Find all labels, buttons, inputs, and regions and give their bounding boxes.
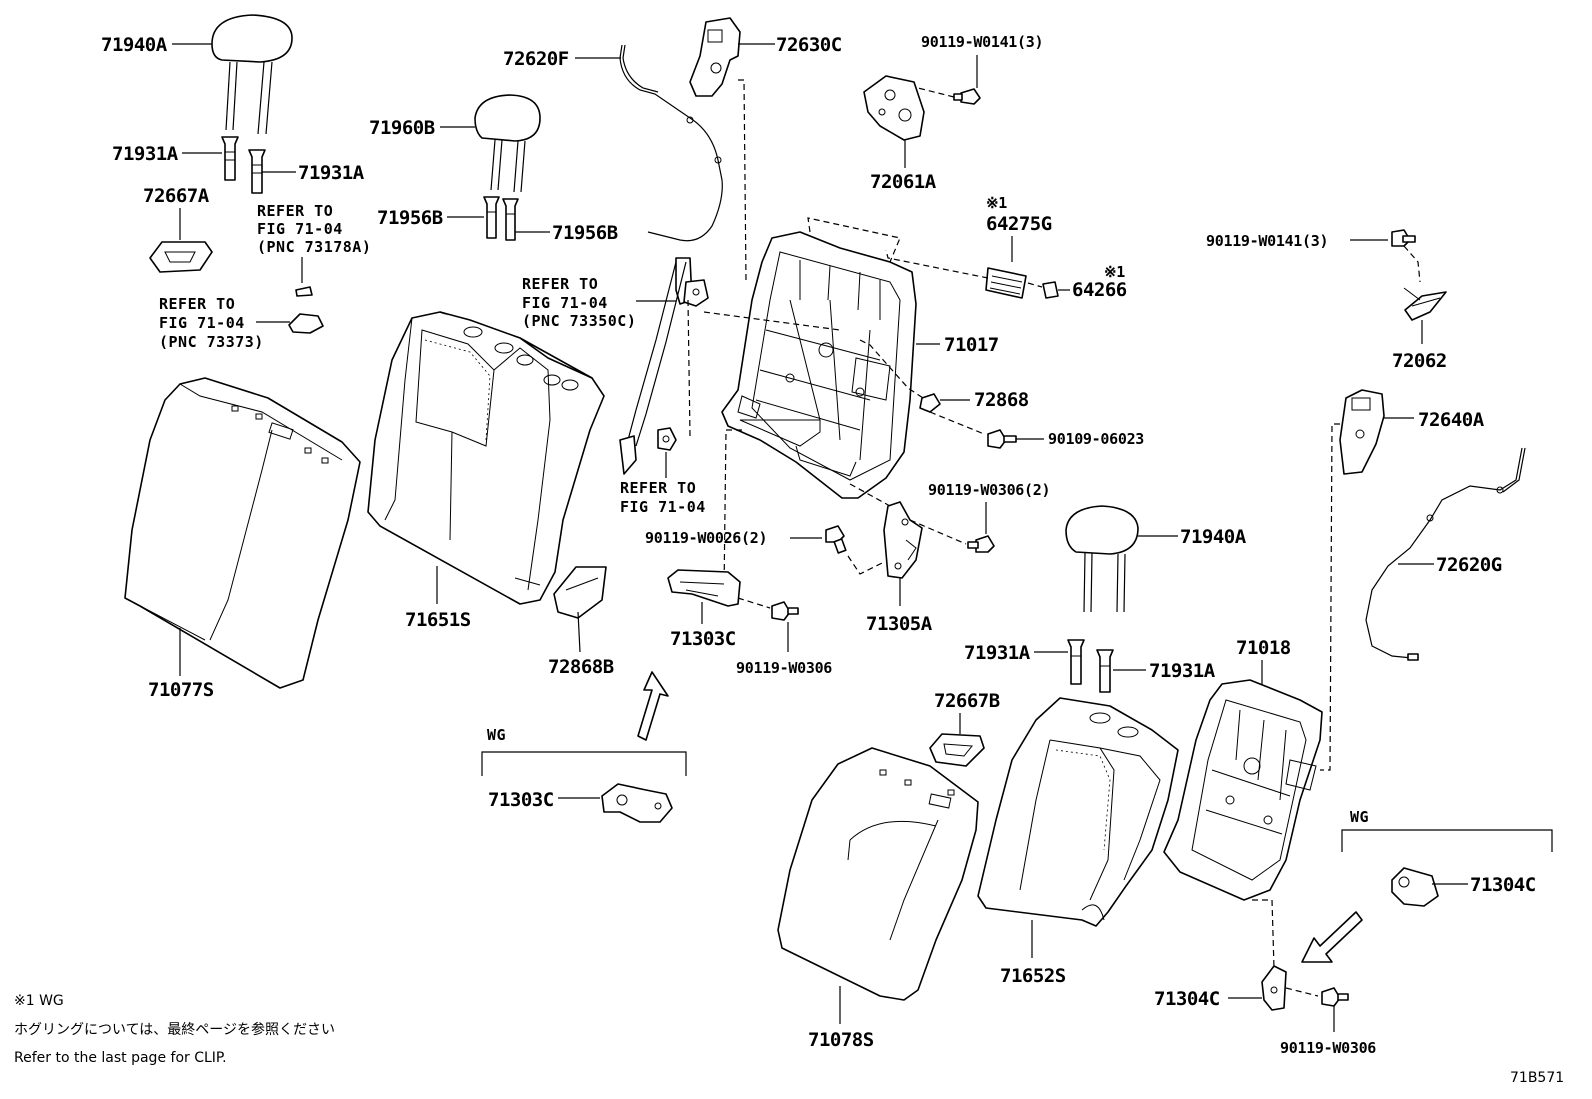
- part-number-label[interactable]: 71956B: [377, 207, 443, 229]
- wg-label: WG: [487, 726, 506, 744]
- bracket-71305A[interactable]: [883, 501, 923, 579]
- lock-assembly-72630C[interactable]: [689, 17, 741, 97]
- part-number-label[interactable]: 71303C: [670, 628, 736, 650]
- footnote-mark: ※1 WG: [14, 993, 64, 1009]
- part-number-label[interactable]: 90119-W0141(3): [1206, 232, 1329, 250]
- part-number-label[interactable]: 71304C: [1154, 988, 1220, 1010]
- bolt-icon[interactable]: [967, 535, 995, 553]
- part-number-label[interactable]: 71303C: [488, 789, 554, 811]
- part-number-label[interactable]: 90119-W0026(2): [645, 529, 768, 547]
- nut-icon[interactable]: [657, 427, 677, 451]
- bezel-72667A[interactable]: [149, 241, 213, 273]
- headrest-71940A-right[interactable]: [1065, 505, 1139, 613]
- part-number-label[interactable]: 72640A: [1418, 409, 1485, 431]
- hinge-cover-71304C-wg[interactable]: [1391, 867, 1439, 907]
- footnote-english: Refer to the last page for CLIP.: [14, 1050, 227, 1066]
- part-number-label[interactable]: 72868B: [548, 656, 614, 678]
- hinge-cover-71303C[interactable]: [667, 569, 741, 607]
- seatback-pad-71651S[interactable]: [367, 311, 605, 605]
- headrest-guide-71931A[interactable]: [221, 136, 266, 194]
- cap-72868[interactable]: [919, 393, 941, 413]
- vent-grille-64275G[interactable]: [985, 267, 1027, 299]
- refer-note-73373: REFER TO FIG 71-04 (PNC 73373): [159, 295, 264, 351]
- part-number-label[interactable]: 71078S: [808, 1029, 874, 1051]
- bolt-icon[interactable]: [1321, 987, 1349, 1007]
- part-number-label[interactable]: 90119-W0306: [736, 659, 833, 677]
- part-number-label[interactable]: 71940A: [1180, 526, 1247, 548]
- headrest-71960B[interactable]: [474, 94, 541, 193]
- part-number-label[interactable]: 90119-W0141(3): [921, 33, 1044, 51]
- part-number-label[interactable]: 71651S: [405, 609, 471, 631]
- part-number-label[interactable]: 72062: [1392, 350, 1447, 372]
- part-number-label[interactable]: 90119-W0306(2): [928, 481, 1051, 499]
- part-number-label[interactable]: 72667A: [143, 185, 210, 207]
- note-mark: ※1: [986, 194, 1007, 212]
- part-number-label[interactable]: 71305A: [866, 613, 933, 635]
- part-number-label[interactable]: 72061A: [870, 171, 937, 193]
- seatback-cover-71077S[interactable]: [124, 377, 361, 689]
- lock-assembly-72640A[interactable]: [1339, 389, 1385, 475]
- hinge-cover-71303C-wg[interactable]: [601, 783, 673, 823]
- hinge-bracket-72061A[interactable]: [863, 75, 925, 141]
- part-number-label[interactable]: 71931A: [964, 642, 1031, 664]
- seatback-cover-71078S[interactable]: [777, 747, 979, 1001]
- part-number-label[interactable]: 64275G: [986, 213, 1052, 235]
- part-number-label[interactable]: 71018: [1236, 637, 1291, 659]
- part-number-label[interactable]: 71956B: [552, 222, 618, 244]
- part-number-label[interactable]: 71940A: [101, 34, 168, 56]
- release-cable-72620G[interactable]: [1365, 447, 1526, 661]
- clip-icon[interactable]: [295, 286, 313, 297]
- seat-belt-assembly[interactable]: [619, 257, 709, 475]
- release-cable-72620F[interactable]: [619, 44, 723, 242]
- part-number-label[interactable]: 71931A: [1149, 660, 1216, 682]
- striker-72062[interactable]: [1403, 287, 1447, 321]
- headrest-71940A-top[interactable]: [211, 14, 293, 135]
- part-number-label[interactable]: 71931A: [298, 162, 365, 184]
- arrow-down-left-icon: [1301, 911, 1363, 963]
- footnote-japanese: ホグリングについては、最終ページを参照ください: [14, 1021, 335, 1038]
- bolt-icon[interactable]: [825, 525, 847, 554]
- bolt-icon[interactable]: [1391, 229, 1416, 247]
- part-number-label[interactable]: 64266: [1072, 279, 1127, 301]
- part-number-label[interactable]: 71652S: [1000, 965, 1066, 987]
- clip-icon[interactable]: [1042, 281, 1059, 299]
- part-number-label[interactable]: 71304C: [1470, 874, 1536, 896]
- bolt-icon[interactable]: [953, 88, 981, 105]
- wg-label: WG: [1350, 808, 1369, 826]
- seatback-pad-71652S[interactable]: [977, 697, 1179, 927]
- part-number-label[interactable]: 90109-06023: [1048, 430, 1145, 448]
- part-number-label[interactable]: 72620F: [503, 48, 569, 70]
- headrest-guide-71956B[interactable]: [483, 196, 519, 241]
- seatback-frame-71017[interactable]: [721, 231, 917, 499]
- part-number-label[interactable]: 71960B: [369, 117, 435, 139]
- bolt-icon[interactable]: [987, 429, 1017, 449]
- arrow-up-icon: [637, 671, 669, 741]
- seatback-frame-71018[interactable]: [1163, 679, 1323, 901]
- bolt-icon[interactable]: [771, 601, 799, 621]
- refer-note-fig-71-04: REFER TO FIG 71-04: [620, 479, 706, 516]
- part-number-label[interactable]: 72868: [974, 389, 1029, 411]
- part-number-label[interactable]: 72630C: [776, 34, 842, 56]
- part-number-label[interactable]: 71017: [944, 334, 999, 356]
- refer-note-73350C: REFER TO FIG 71-04 (PNC 73350C): [522, 275, 636, 330]
- part-number-label[interactable]: 71077S: [148, 679, 214, 701]
- part-number-label[interactable]: 72667B: [934, 690, 1000, 712]
- part-number-label[interactable]: 90119-W0306: [1280, 1039, 1377, 1057]
- clip-icon[interactable]: [288, 313, 324, 334]
- refer-note-73178A: REFER TO FIG 71-04 (PNC 73178A): [257, 202, 371, 256]
- diagram-code: 71B571: [1510, 1070, 1564, 1086]
- part-number-label[interactable]: 72620G: [1436, 554, 1502, 576]
- note-mark: ※1: [1104, 263, 1125, 281]
- bezel-72667B[interactable]: [929, 733, 985, 767]
- hinge-cover-71304C[interactable]: [1261, 965, 1287, 1011]
- headrest-guide-71931A-right[interactable]: [1067, 639, 1114, 693]
- cover-72868B[interactable]: [553, 566, 607, 619]
- part-number-label[interactable]: 71931A: [112, 143, 179, 165]
